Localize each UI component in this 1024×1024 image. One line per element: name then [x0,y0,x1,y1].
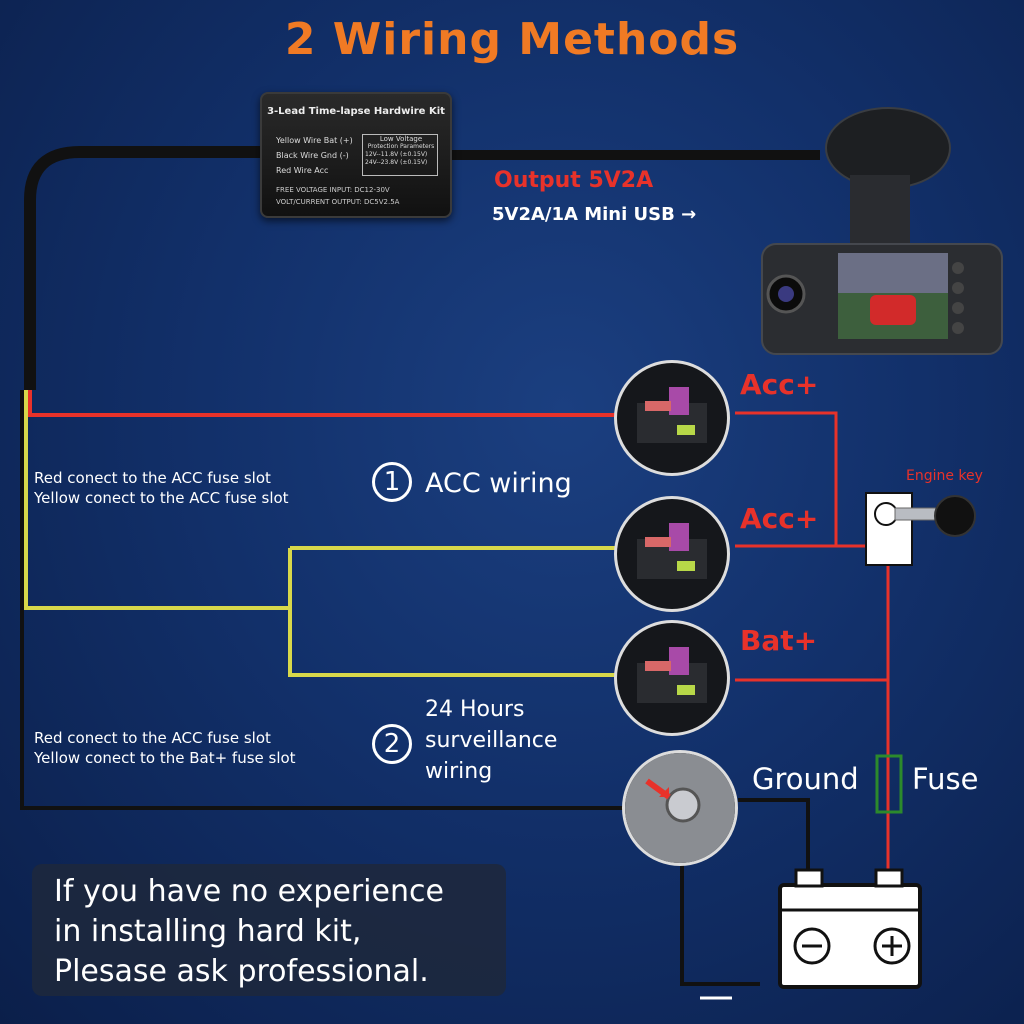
ground-label: Ground [752,762,859,796]
warning-box: If you have no experience in installing … [32,864,506,996]
warning-line-2: in installing hard kit, [54,914,362,949]
ground-bolt-photo [622,750,738,866]
yellow-wire-1 [24,390,290,610]
kit-yellow-label: Yellow Wire Bat (+) [276,136,353,145]
method2-notes: Red conect to the ACC fuse slot Yellow c… [34,729,296,767]
output-label: Output 5V2A [494,168,654,193]
battery-neg-wire [738,798,810,876]
diagram-title: 2 Wiring Methods [284,14,740,65]
plus-icon [873,927,911,965]
yellow-wire-2 [288,548,620,677]
fuse-slot-acc-2 [614,496,730,612]
kit-input-label: FREE VOLTAGE INPUT: DC12-30V [276,186,390,194]
method2-label: 24 Hours surveillance wiring [425,697,558,784]
key-head-icon [934,495,976,537]
ground-return [680,860,760,986]
ignition-switch [865,492,913,566]
fuse-slot-bat [614,620,730,736]
minus-icon [793,927,831,965]
kit-output-label: VOLT/CURRENT OUTPUT: DC5V2.5A [276,198,400,206]
fuse-slot-acc-1 [614,360,730,476]
ground-wire [20,390,628,810]
kit-black-label: Black Wire Gnd (-) [276,151,349,160]
battery-pos-terminal [874,868,904,888]
battery-body [778,883,922,989]
slot-label-acc-1: Acc+ [740,368,819,401]
method1-notes: Red conect to the ACC fuse slot Yellow c… [34,469,289,507]
battery-neg-terminal [794,868,824,888]
main-cable [24,146,262,390]
red-wire-1 [28,390,620,417]
method1-number: 1 [372,462,412,502]
method1-label: ACC wiring [425,468,572,499]
fuse-symbol [875,754,903,814]
method2-number: 2 [372,724,412,764]
slot-label-acc-2: Acc+ [740,502,819,535]
warning-line-1: If you have no experience [54,874,444,909]
fuse-label: Fuse [912,762,979,796]
hardwire-kit-box: 3-Lead Time-lapse Hardwire Kit Yellow Wi… [260,92,452,218]
kit-low-voltage-box: Low Voltage Protection Parameters 12V--1… [362,134,438,176]
kit-heading: 3-Lead Time-lapse Hardwire Kit [267,106,445,117]
kit-red-label: Red Wire Acc [276,166,329,175]
engine-key-label: Engine key [906,468,983,484]
slot-label-bat: Bat+ [740,624,818,657]
warning-line-3: Plesase ask professional. [54,954,429,989]
usb-label: 5V2A/1A Mini USB → [492,204,697,225]
